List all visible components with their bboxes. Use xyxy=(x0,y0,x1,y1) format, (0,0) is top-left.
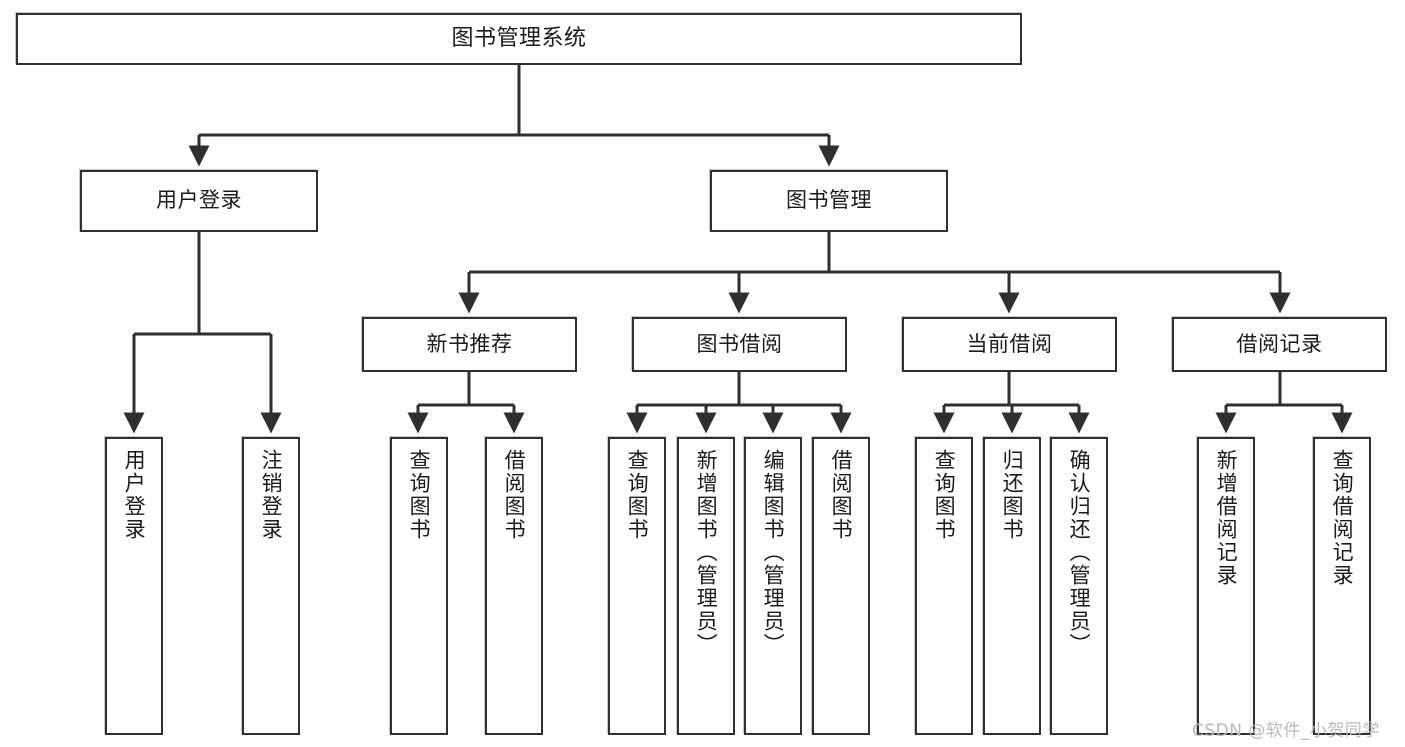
node-leaf-query-borrow-record-label: 查询借阅记录 xyxy=(1330,449,1355,587)
node-leaf-query-borrow-record[interactable]: 查询借阅记录 xyxy=(1313,437,1371,735)
node-leaf-add-book-admin[interactable]: 新增图书（管理员） xyxy=(677,437,735,735)
node-leaf-query-book-1[interactable]: 查询图书 xyxy=(390,437,448,735)
node-leaf-return-book-label: 归还图书 xyxy=(1000,449,1025,541)
node-leaf-query-book-3[interactable]: 查询图书 xyxy=(915,437,973,735)
node-user-login-label: 用户登录 xyxy=(156,188,242,213)
node-leaf-user-login[interactable]: 用户登录 xyxy=(105,437,163,735)
node-leaf-borrow-book-1-label: 借阅图书 xyxy=(502,449,527,541)
node-book-borrow[interactable]: 图书借阅 xyxy=(632,317,847,372)
node-leaf-add-borrow-record[interactable]: 新增借阅记录 xyxy=(1197,437,1255,735)
node-leaf-borrow-book-2[interactable]: 借阅图书 xyxy=(812,437,870,735)
node-leaf-query-book-3-label: 查询图书 xyxy=(932,449,957,541)
node-current-borrow-label: 当前借阅 xyxy=(966,331,1053,356)
node-leaf-query-book-1-label: 查询图书 xyxy=(407,449,432,541)
node-leaf-query-book-2-label: 查询图书 xyxy=(625,449,650,541)
node-book-manage-label: 图书管理 xyxy=(786,188,872,213)
node-leaf-return-book[interactable]: 归还图书 xyxy=(983,437,1041,735)
node-leaf-add-book-admin-label: 新增图书（管理员） xyxy=(694,449,719,656)
node-leaf-query-book-2[interactable]: 查询图书 xyxy=(608,437,666,735)
node-leaf-edit-book-admin[interactable]: 编辑图书（管理员） xyxy=(744,437,802,735)
node-root[interactable]: 图书管理系统 xyxy=(16,13,1022,65)
node-leaf-user-login-label: 用户登录 xyxy=(122,449,147,541)
node-new-book-recommend-label: 新书推荐 xyxy=(426,331,513,356)
node-current-borrow[interactable]: 当前借阅 xyxy=(902,317,1117,372)
watermark: CSDN @软件_小贺同学 xyxy=(1192,721,1380,741)
node-borrow-record-label: 借阅记录 xyxy=(1236,331,1323,356)
node-leaf-edit-book-admin-label: 编辑图书（管理员） xyxy=(761,449,786,656)
node-book-borrow-label: 图书借阅 xyxy=(696,331,783,356)
node-leaf-add-borrow-record-label: 新增借阅记录 xyxy=(1214,449,1239,587)
node-new-book-recommend[interactable]: 新书推荐 xyxy=(362,317,577,372)
node-root-label: 图书管理系统 xyxy=(451,25,587,51)
node-book-manage[interactable]: 图书管理 xyxy=(710,170,948,232)
node-leaf-logout[interactable]: 注销登录 xyxy=(242,437,300,735)
node-leaf-logout-label: 注销登录 xyxy=(259,449,284,541)
node-leaf-borrow-book-2-label: 借阅图书 xyxy=(829,449,854,541)
node-leaf-confirm-return-admin[interactable]: 确认归还（管理员） xyxy=(1050,437,1108,735)
node-user-login[interactable]: 用户登录 xyxy=(80,170,318,232)
node-borrow-record[interactable]: 借阅记录 xyxy=(1172,317,1387,372)
node-leaf-borrow-book-1[interactable]: 借阅图书 xyxy=(485,437,543,735)
node-leaf-confirm-return-admin-label: 确认归还（管理员） xyxy=(1067,449,1092,656)
